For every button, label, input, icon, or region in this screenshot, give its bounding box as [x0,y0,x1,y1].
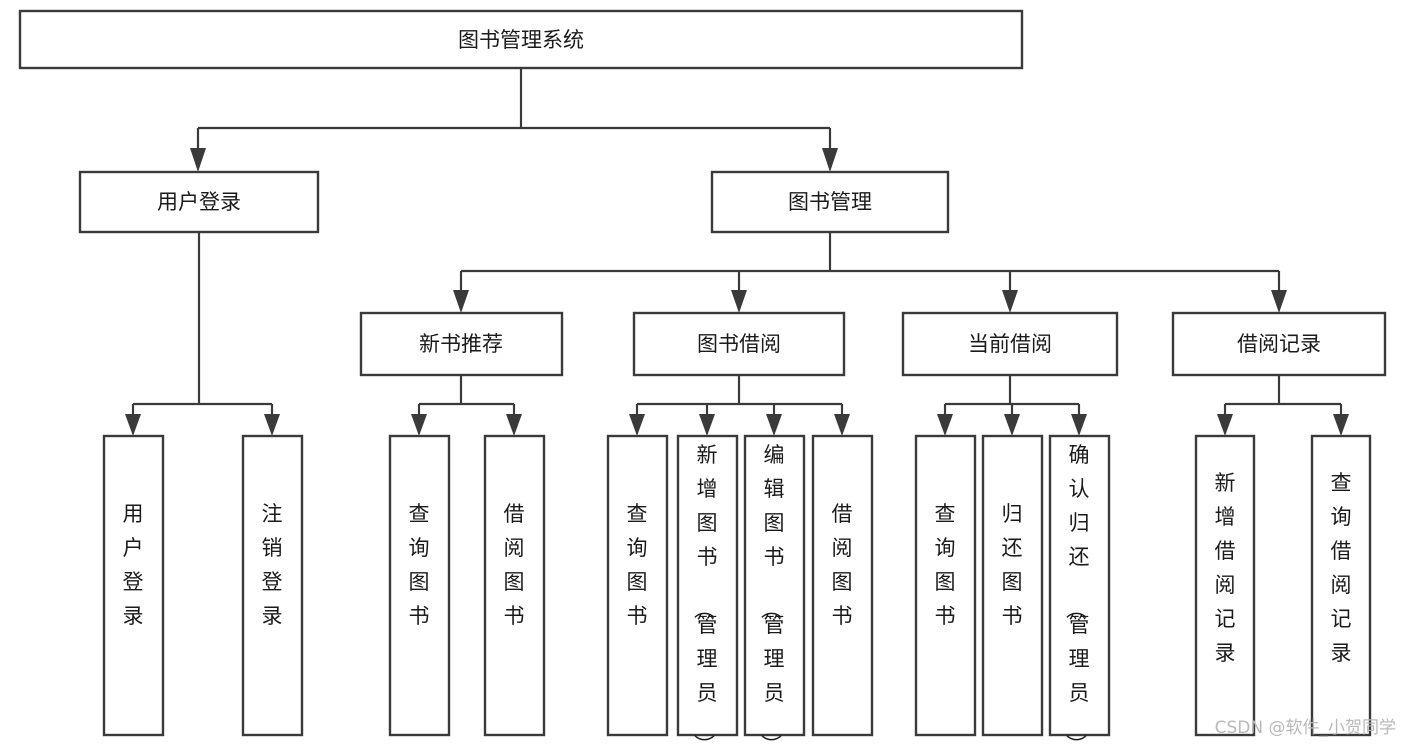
leaf-return-book-label: 归还图书 [1002,502,1023,628]
connectors-current-borrow-to-leaves [937,375,1087,436]
leaf-logout-label: 注销登录 [262,502,283,628]
node-book-manage[interactable]: 图书管理 [710,170,950,234]
node-user-login[interactable]: 用户登录 [78,170,320,234]
node-borrow-record-box[interactable] [1171,311,1387,377]
leaf-add-record-label: 新增借阅记录 [1215,471,1236,665]
arrow-head-leaf-borrow-book-1 [506,414,522,436]
leaf-user-login-box[interactable] [102,434,165,737]
arrow-head-leaf-borrow-book-2 [834,414,850,436]
leaf-add-book-box[interactable] [676,434,739,737]
arrow-head-leaf-logout [264,414,280,436]
leaf-borrow-book-1[interactable]: 借阅图书 [483,434,546,737]
arrow-head-leaf-edit-book [766,414,782,436]
leaf-borrow-book-2[interactable]: 借阅图书 [811,434,874,737]
connectors-book-borrow-to-leaves [629,375,850,436]
leaf-logout[interactable]: 注销登录 [241,434,304,737]
node-user-login-box[interactable] [78,170,320,234]
node-book-borrow-label: 图书借阅 [697,332,781,356]
node-new-book-rec[interactable]: 新书推荐 [359,311,564,377]
leaf-confirm-return[interactable]: 确认归还（管理员） [1048,434,1111,747]
arrow-head-leaf-query-book-2 [629,414,645,436]
arrow-head-leaf-query-record [1333,414,1349,436]
leaf-query-record-box[interactable] [1310,434,1372,737]
leaf-query-book-2[interactable]: 查询图书 [606,434,669,737]
arrow-head-leaf-query-book-3 [937,414,953,436]
leaf-add-book-label: 新增图书（管理员） [692,443,718,747]
leaf-borrow-book-2-box[interactable] [811,434,874,737]
arrow-head-user-login [190,148,206,172]
leaf-query-record-label: 查询借阅记录 [1331,471,1352,665]
node-root[interactable]: 图书管理系统 [18,9,1024,70]
connectors-borrow-record-to-leaves [1217,375,1349,436]
leaf-return-book-box[interactable] [981,434,1044,737]
node-book-borrow[interactable]: 图书借阅 [632,311,846,377]
node-root-label: 图书管理系统 [458,28,584,52]
leaf-query-book-1-label: 查询图书 [409,502,430,628]
leaf-user-login[interactable]: 用户登录 [102,434,165,737]
leaf-add-record[interactable]: 新增借阅记录 [1194,434,1256,737]
arrow-head-book-manage [822,148,838,172]
leaf-borrow-book-1-label: 借阅图书 [504,502,525,628]
connectors-new-book-rec-to-leaves [411,375,522,436]
node-user-login-label: 用户登录 [157,190,241,214]
arrow-head-new-book-rec [453,290,469,313]
leaf-edit-book-box[interactable] [743,434,806,737]
node-borrow-record[interactable]: 借阅记录 [1171,311,1387,377]
leaf-confirm-return-label: 确认归还（管理员） [1064,443,1090,747]
leaf-edit-book[interactable]: 编辑图书（管理员） [743,434,806,747]
node-book-manage-box[interactable] [710,170,950,234]
leaf-query-book-1[interactable]: 查询图书 [388,434,451,737]
arrow-head-leaf-add-book [699,414,715,436]
node-new-book-rec-box[interactable] [359,311,564,377]
arrow-head-leaf-query-book-1 [411,414,427,436]
leaf-return-book[interactable]: 归还图书 [981,434,1044,737]
node-borrow-record-label: 借阅记录 [1237,332,1321,356]
arrow-head-leaf-add-record [1217,414,1233,436]
connectors-root-to-level2 [190,68,838,172]
leaf-logout-box[interactable] [241,434,304,737]
node-current-borrow-label: 当前借阅 [968,332,1052,356]
node-new-book-rec-label: 新书推荐 [419,332,503,356]
leaf-borrow-book-1-box[interactable] [483,434,546,737]
leaf-query-book-3-label: 查询图书 [935,502,956,628]
leaf-edit-book-label: 编辑图书（管理员） [759,443,785,747]
leaf-query-book-1-box[interactable] [388,434,451,737]
leaf-query-book-3[interactable]: 查询图书 [914,434,977,737]
arrow-head-leaf-return-book [1004,414,1020,436]
leaf-user-login-label: 用户登录 [123,502,144,628]
leaf-confirm-return-box[interactable] [1048,434,1111,737]
connectors-user-login-to-leaves [125,232,280,436]
csdn-watermark: CSDN @软件_小贺同学 [1215,718,1396,738]
leaf-query-book-3-box[interactable] [914,434,977,737]
node-book-borrow-box[interactable] [632,311,846,377]
node-root-box[interactable] [18,9,1024,70]
connectors-book-manage-to-level3 [453,232,1287,313]
arrow-head-leaf-confirm-return [1071,414,1087,436]
leaf-query-record[interactable]: 查询借阅记录 [1310,434,1372,737]
leaf-add-record-box[interactable] [1194,434,1256,737]
node-current-borrow-box[interactable] [901,311,1119,377]
leaf-query-book-2-label: 查询图书 [627,502,648,628]
arrow-head-book-borrow [731,290,747,313]
leaf-borrow-book-2-label: 借阅图书 [832,502,853,628]
leaf-query-book-2-box[interactable] [606,434,669,737]
node-current-borrow[interactable]: 当前借阅 [901,311,1119,377]
node-book-manage-label: 图书管理 [788,190,872,214]
leaf-add-book[interactable]: 新增图书（管理员） [676,434,739,747]
arrow-head-leaf-user-login [125,414,141,436]
arrow-head-current-borrow [1002,290,1018,313]
arrow-head-borrow-record [1271,290,1287,313]
